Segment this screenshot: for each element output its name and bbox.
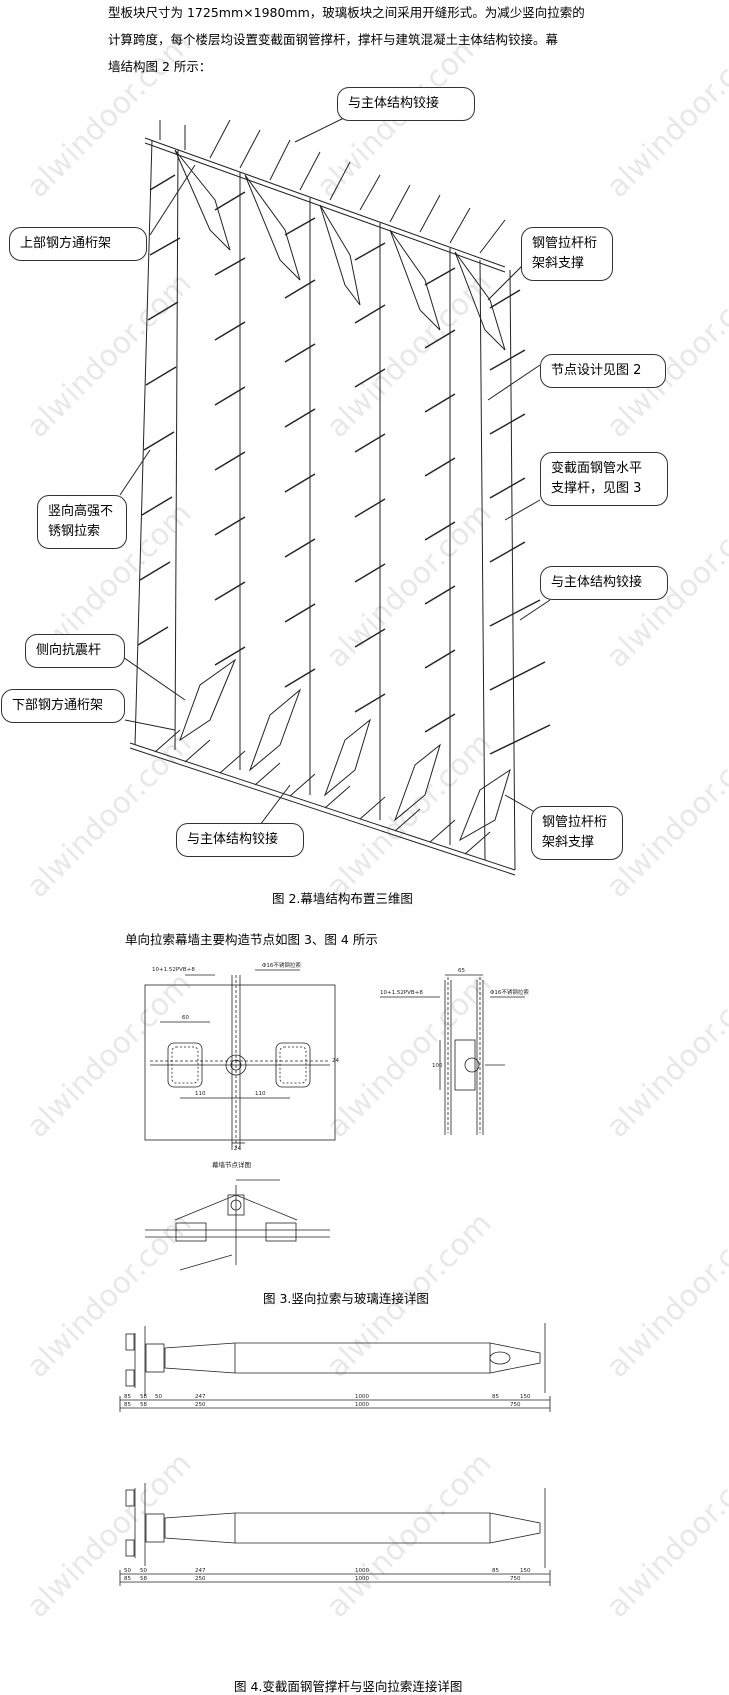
mid-text: 单向拉索幕墙主要构造节点如图 3、图 4 所示: [125, 926, 378, 953]
fig4-dim-top2-250: 250: [195, 1402, 206, 1408]
fig3-dim-110b: 110: [255, 1091, 266, 1097]
fig4-dim-top-50: 50: [155, 1394, 162, 1400]
fig4-dim-bot-50b: 50: [140, 1568, 147, 1574]
callout-vertical-cable-line2: 锈钢拉索: [48, 524, 101, 539]
fig4-dim-top-85: 85: [124, 1394, 131, 1400]
intro-paragraph: 型板块尺寸为 1725mm×1980mm，玻璃板块之间采用开缝形式。为减少竖向拉…: [108, 0, 708, 80]
intro-line-3: 墙结构图 2 所示：: [108, 59, 212, 74]
callout-right-hinge: 与主体结构铰接: [540, 566, 668, 600]
fig3-dim-100: 100: [432, 1063, 443, 1069]
callout-vertical-cable: 竖向高强不 锈钢拉索: [37, 495, 127, 549]
callout-vertical-cable-line1: 竖向高强不: [48, 504, 114, 519]
fig4-dim-top2-85: 85: [124, 1402, 131, 1408]
callout-variable-strut-line2: 支撑杆，见图 3: [551, 481, 642, 496]
figure-3-drawing: 10+1.52PVB+8 Φ16不锈钢拉索 60 110 110 24 24 6…: [144, 961, 529, 1271]
fig3-dim-110a: 110: [195, 1091, 206, 1097]
fig4-dim-bot-1000: 1000: [355, 1568, 369, 1574]
callout-diag-brace-top: 钢管拉杆桁 架斜支撑: [521, 227, 613, 281]
figure-3-caption: 图 3.竖向拉索与玻璃连接详图: [263, 1291, 429, 1306]
fig3-cable-spec-b: Φ16不锈钢拉索: [490, 988, 529, 996]
callout-diag-brace-bottom-line1: 钢管拉杆桁: [542, 815, 608, 830]
fig4-dim-top-58: 58: [140, 1394, 147, 1400]
callout-lateral-seismic: 侧向抗震杆: [25, 634, 125, 668]
callout-upper-truss: 上部钢方通桁架: [9, 227, 147, 261]
figure-4-caption: 图 4.变截面钢管撑杆与竖向拉索连接详图: [234, 1679, 463, 1694]
fig4-dim-top-247: 247: [195, 1394, 206, 1400]
callout-lower-truss: 下部钢方通桁架: [1, 689, 125, 723]
callout-variable-strut: 变截面钢管水平 支撑杆，见图 3: [540, 452, 668, 506]
callout-bottom-hinge: 与主体结构铰接: [176, 823, 304, 857]
callout-diag-brace-top-line1: 钢管拉杆桁: [532, 236, 598, 251]
fig4-dim-bot-85: 85: [492, 1568, 499, 1574]
callout-diag-brace-bottom: 钢管拉杆桁 架斜支撑: [531, 806, 623, 860]
figure-4-drawing: 85 58 50 247 1000 85 150 85 58 250 1000 …: [119, 1323, 551, 1586]
callout-variable-strut-line1: 变截面钢管水平: [551, 461, 643, 476]
fig4-dim-bot2-750: 750: [510, 1576, 521, 1582]
fig4-dim-bot2-85: 85: [124, 1576, 131, 1582]
fig4-dim-bot-50: 50: [124, 1568, 131, 1574]
intro-line-1: 型板块尺寸为 1725mm×1980mm，玻璃板块之间采用开缝形式。为减少竖向拉…: [108, 5, 585, 20]
callout-diag-brace-bottom-line2: 架斜支撑: [542, 835, 595, 850]
fig4-dim-top-150: 150: [520, 1394, 531, 1400]
fig3-dim-65: 65: [458, 968, 465, 974]
fig3-glass-spec: 10+1.52PVB+8: [152, 967, 195, 973]
fig4-dim-top-85b: 85: [492, 1394, 499, 1400]
fig3-dim-24a: 24: [332, 1058, 339, 1064]
fig3-subtitle: 幕墙节点详图: [212, 1160, 251, 1169]
fig3-dim-60: 60: [182, 1015, 189, 1021]
fig4-dim-bot-150: 150: [520, 1568, 531, 1574]
fig4-dim-bot2-58: 58: [140, 1576, 147, 1582]
fig4-dim-bot2-250: 250: [195, 1576, 206, 1582]
fig4-dim-top2-58: 58: [140, 1402, 147, 1408]
mid-text-line: 单向拉索幕墙主要构造节点如图 3、图 4 所示: [125, 932, 378, 947]
callout-diag-brace-top-line2: 架斜支撑: [532, 256, 585, 271]
fig3-glass-spec-b: 10+1.52PVB+8: [380, 990, 423, 996]
callout-top-hinge: 与主体结构铰接: [337, 87, 475, 121]
fig4-dim-top2-750: 750: [510, 1402, 521, 1408]
fig4-dim-bot2-1000: 1000: [355, 1576, 369, 1582]
intro-line-2: 计算跨度，每个楼层均设置变截面钢管撑杆，撑杆与建筑混凝土主体结构铰接。幕: [108, 32, 559, 47]
fig4-dim-top2-1000: 1000: [355, 1402, 369, 1408]
figure-2-caption: 图 2.幕墙结构布置三维图: [272, 891, 413, 906]
fig4-dim-top-1000: 1000: [355, 1394, 369, 1400]
fig3-dim-24b: 24: [234, 1146, 241, 1152]
figure-2-drawing: [119, 114, 551, 876]
fig4-dim-bot-247: 247: [195, 1568, 206, 1574]
fig3-cable-spec: Φ16不锈钢拉索: [262, 961, 301, 969]
callout-node-design: 节点设计见图 2: [540, 354, 666, 388]
